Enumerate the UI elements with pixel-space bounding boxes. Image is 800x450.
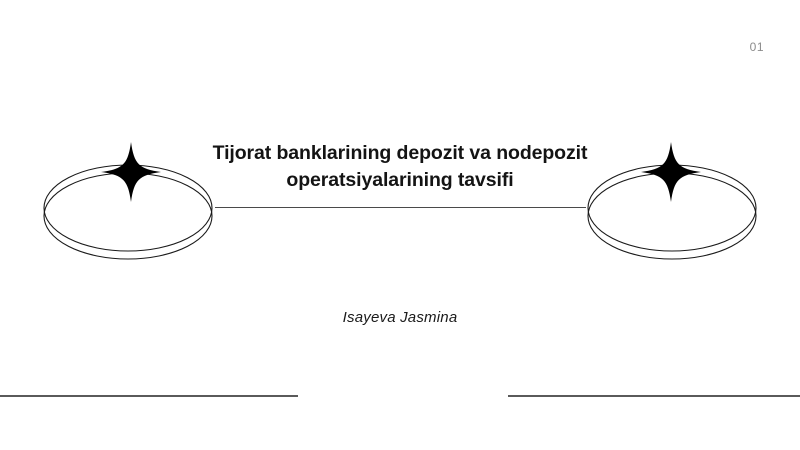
- horizontal-connector-line: [215, 207, 586, 208]
- title-line-1: Tijorat banklarining depozit va nodepozi…: [212, 142, 588, 164]
- page-number: 01: [749, 40, 764, 54]
- title-line-2: operatsiyalarining tavsifi: [286, 168, 514, 191]
- page-title: Tijorat banklarining depozit va nodepozi…: [160, 140, 640, 194]
- sparkle-icon: [641, 142, 701, 202]
- author-name: Isayeva Jasmina: [342, 309, 458, 326]
- double-ellipse-sparkle-right: [573, 136, 769, 266]
- double-ellipse-sparkle-left: [33, 136, 229, 266]
- sparkle-icon: [101, 142, 161, 202]
- footer-rule-right: [508, 395, 800, 397]
- footer-rule-left: [0, 395, 298, 397]
